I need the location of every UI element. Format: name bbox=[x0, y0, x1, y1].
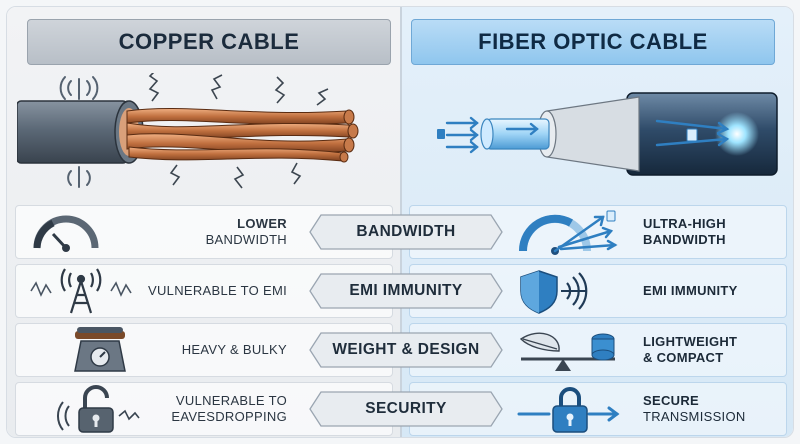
fiber-emi-text: EMI IMMUNITY bbox=[643, 283, 738, 298]
category-weight-design: WEIGHT & DESIGN bbox=[309, 332, 503, 368]
copper-security-text: VULNERABLE TO EAVESDROPPING bbox=[171, 393, 287, 424]
open-padlock-icon bbox=[56, 385, 140, 433]
category-security: SECURITY bbox=[309, 391, 503, 427]
copper-title: COPPER CABLE bbox=[27, 19, 391, 65]
copper-bandwidth-text: LOWER BANDWIDTH bbox=[205, 216, 287, 247]
copper-cable-illustration bbox=[17, 73, 359, 189]
locked-padlock-icon bbox=[517, 387, 620, 433]
feather-balance-icon bbox=[519, 332, 615, 371]
radio-tower-interference-icon bbox=[30, 268, 132, 314]
fiber-security-text: SECURE TRANSMISSION bbox=[643, 393, 746, 424]
copper-weight-text: HEAVY & BULKY bbox=[181, 342, 287, 357]
copper-emi-text: VULNERABLE TO EMI bbox=[148, 283, 287, 298]
fiber-bandwidth-text: ULTRA-HIGH BANDWIDTH bbox=[643, 216, 726, 247]
fiber-weight-text: LIGHTWEIGHT & COMPACT bbox=[643, 334, 738, 365]
category-bandwidth: BANDWIDTH bbox=[309, 214, 503, 250]
weighing-scale-icon bbox=[74, 327, 126, 372]
fiber-title: FIBER OPTIC CABLE bbox=[411, 19, 775, 65]
fiber-cable-illustration bbox=[437, 92, 778, 176]
category-emi-immunity: EMI IMMUNITY bbox=[309, 273, 503, 309]
comparison-infographic: COPPER CABLE FIBER OPTIC CABLE bbox=[6, 6, 794, 438]
speedometer-high-icon bbox=[518, 210, 618, 255]
shield-icon bbox=[520, 270, 588, 314]
speedometer-low-icon bbox=[33, 215, 99, 252]
